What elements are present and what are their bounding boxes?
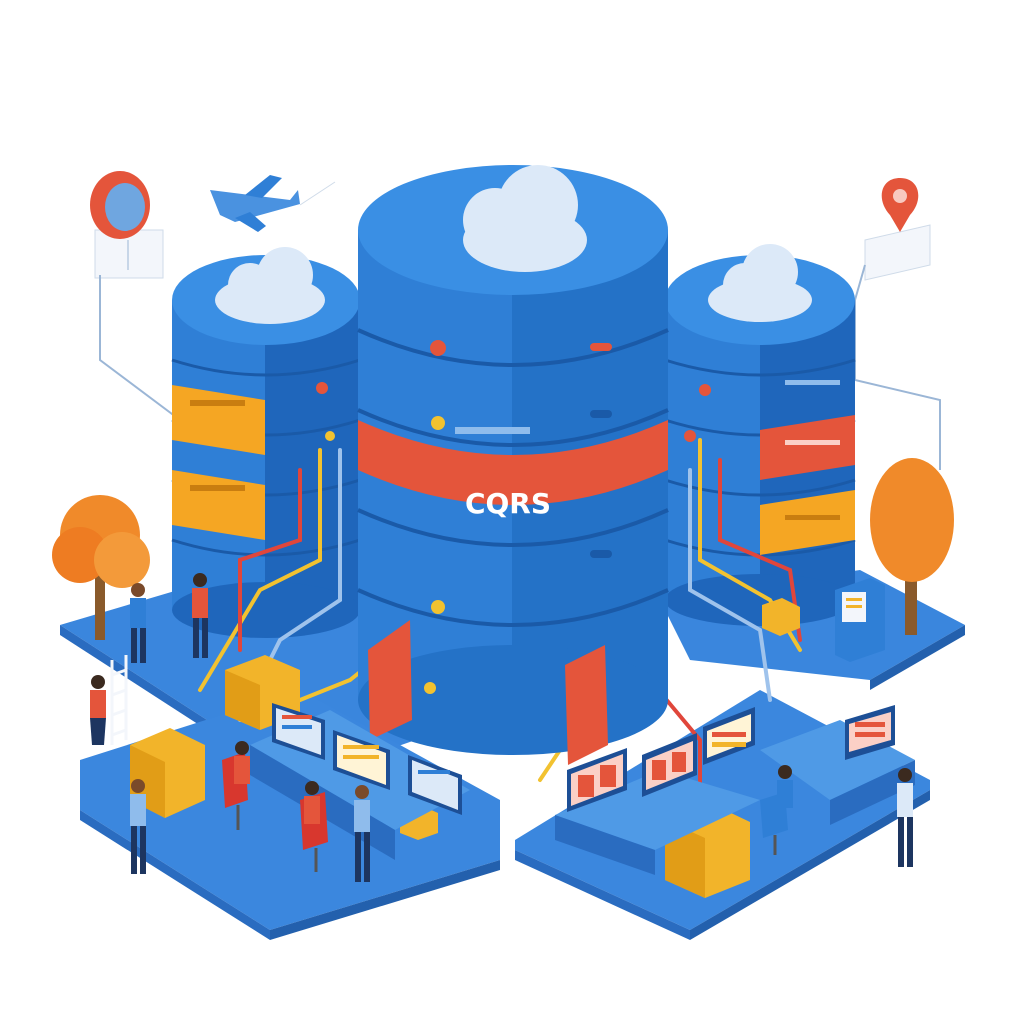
- right-red-band: [760, 415, 855, 480]
- cqrs-red-band: [358, 420, 668, 505]
- monitor-icon: [642, 733, 697, 797]
- right-orange-band: [760, 490, 855, 555]
- tree-icon: [870, 458, 954, 635]
- cqrs-label: CQRS: [465, 487, 551, 520]
- cloud-icon: [463, 165, 587, 272]
- map-pin-icon: [854, 178, 941, 470]
- center-slats: [357, 328, 669, 627]
- left-connector-line: [99, 275, 181, 460]
- person-icon: [234, 741, 250, 784]
- red-door-left: [368, 620, 412, 740]
- person-icon: [777, 765, 793, 808]
- monitor-icon: [333, 730, 390, 790]
- person-icon: [897, 768, 913, 867]
- person-icon: [304, 781, 320, 824]
- monitor-icon: [845, 705, 895, 760]
- person-icon: [130, 779, 146, 874]
- tree-icon: [52, 495, 150, 640]
- cloud-icon: [708, 244, 812, 322]
- person-icon: [90, 675, 106, 745]
- person-icon: [130, 583, 146, 663]
- airplane-icon: [210, 175, 336, 232]
- gauge-icon: [90, 171, 164, 279]
- left-server-stack: [171, 247, 361, 638]
- center-database: CQRS: [357, 165, 669, 765]
- person-icon: [354, 785, 370, 882]
- monitor-icon: [272, 703, 325, 760]
- cloud-icon: [215, 247, 325, 324]
- back-right-kiosk: [835, 578, 885, 662]
- red-door-right: [565, 645, 608, 765]
- monitor-icon: [703, 707, 755, 765]
- right-server-stack: [664, 244, 856, 626]
- monitor-icon: [567, 748, 627, 812]
- ladder-icon: [110, 655, 128, 745]
- person-icon: [192, 573, 208, 658]
- monitor-icon: [408, 755, 462, 815]
- box-icon: [762, 598, 800, 636]
